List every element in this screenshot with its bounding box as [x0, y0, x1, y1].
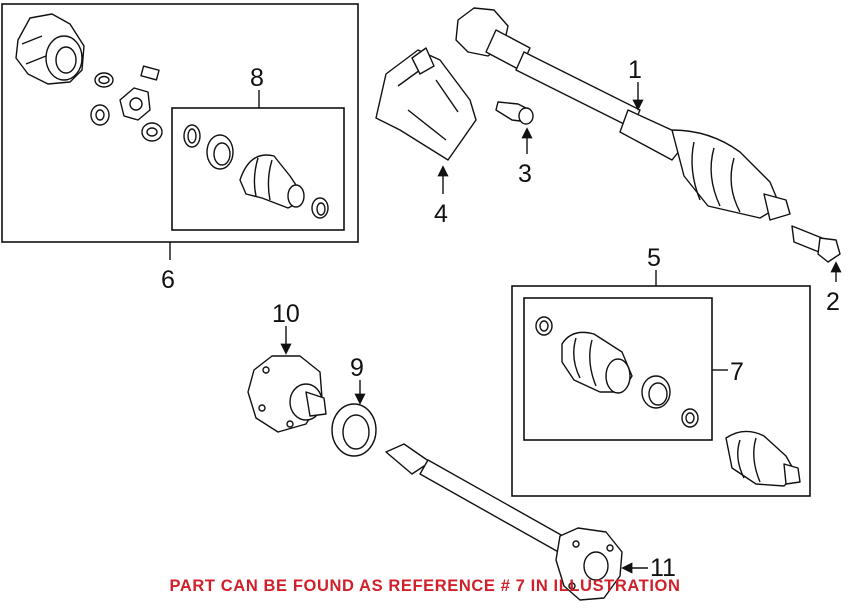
callout-9: 9: [350, 354, 364, 382]
clamp-ring-part: [206, 134, 234, 170]
callout-8: 8: [250, 64, 264, 92]
snap-ring-part: [94, 72, 114, 88]
callout-5: 5: [647, 244, 661, 272]
callout-11: 11: [650, 554, 676, 582]
clamp-7-part: [535, 316, 553, 336]
group-box-6: [1, 3, 359, 260]
callout-3: 3: [518, 160, 532, 188]
hub-flange-10-part: [247, 355, 327, 433]
group-box-8: [171, 90, 345, 231]
snap-ring-7-part: [681, 408, 699, 428]
group-box-7: [523, 297, 728, 441]
clamp-part: [183, 124, 201, 148]
roller-part: [90, 104, 110, 126]
callout-2: 2: [826, 288, 840, 316]
spider-part: [119, 65, 160, 121]
group-box-5: [511, 270, 811, 497]
small-clamp-part: [311, 197, 329, 219]
callout-10: 10: [272, 300, 300, 328]
clamp-ring-7-part: [641, 375, 671, 409]
boot-part: [239, 154, 305, 209]
callout-6: 6: [161, 266, 175, 294]
seal-9-part: [331, 403, 377, 457]
reference-note: PART CAN BE FOUND AS REFERENCE # 7 IN IL…: [169, 577, 681, 595]
stub-shaft-11-part: [385, 443, 623, 601]
axle-shaft-1-part: [455, 7, 791, 221]
bushing-part: [141, 122, 163, 142]
boot-7-part: [561, 331, 633, 394]
callout-1: 1: [628, 56, 642, 84]
bolt-2-part: [791, 225, 841, 263]
tripod-housing-part: [15, 13, 85, 85]
outer-cv-joint-part: [725, 430, 801, 487]
bolt-3-part: [495, 101, 534, 125]
callout-7: 7: [730, 358, 744, 386]
callout-4: 4: [434, 200, 448, 228]
heat-shield-part: [375, 47, 477, 161]
